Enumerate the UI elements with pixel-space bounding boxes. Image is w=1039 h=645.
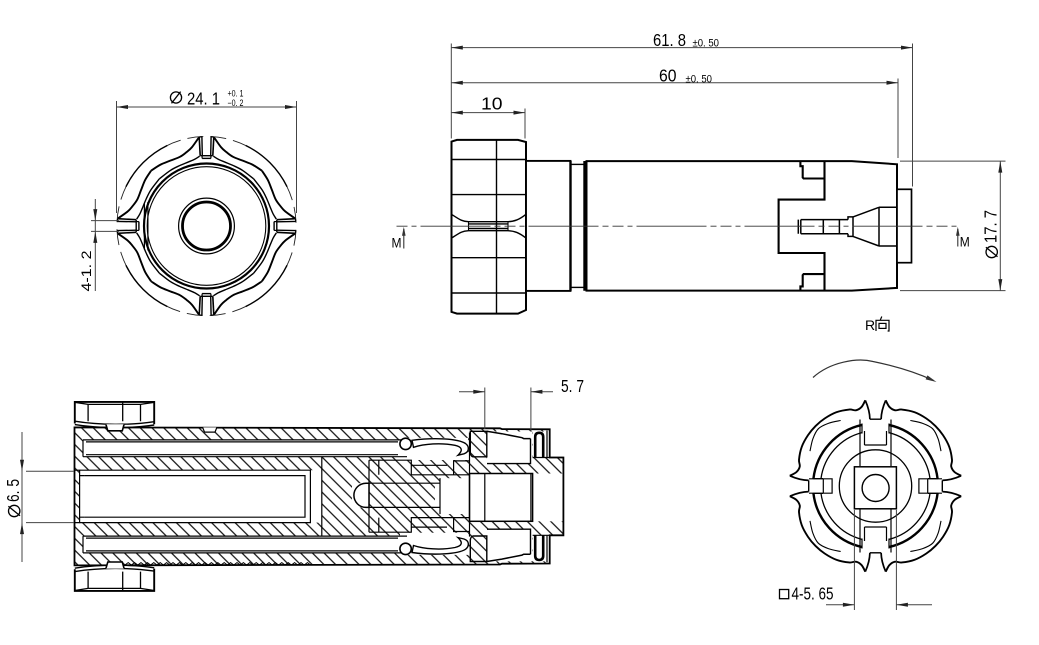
svg-text:4-1. 2: 4-1. 2: [78, 250, 94, 291]
svg-text:24. 1: 24. 1: [187, 89, 220, 109]
svg-text:61. 8: 61. 8: [653, 30, 686, 50]
svg-text:60: 60: [659, 66, 677, 86]
svg-text:−0. 2: −0. 2: [228, 98, 244, 108]
svg-text:M: M: [392, 236, 402, 251]
svg-text:+0. 1: +0. 1: [228, 89, 244, 99]
svg-text:6. 5: 6. 5: [3, 479, 23, 502]
svg-text:M: M: [960, 235, 970, 250]
svg-text:R: R: [865, 317, 875, 333]
svg-text:10: 10: [481, 94, 503, 114]
svg-text:5. 7: 5. 7: [561, 376, 584, 396]
svg-text:17. 7: 17. 7: [981, 210, 1001, 243]
svg-text:±0. 50: ±0. 50: [686, 74, 713, 86]
svg-text:4-5. 65: 4-5. 65: [792, 584, 834, 604]
svg-text:±0. 50: ±0. 50: [693, 38, 720, 50]
